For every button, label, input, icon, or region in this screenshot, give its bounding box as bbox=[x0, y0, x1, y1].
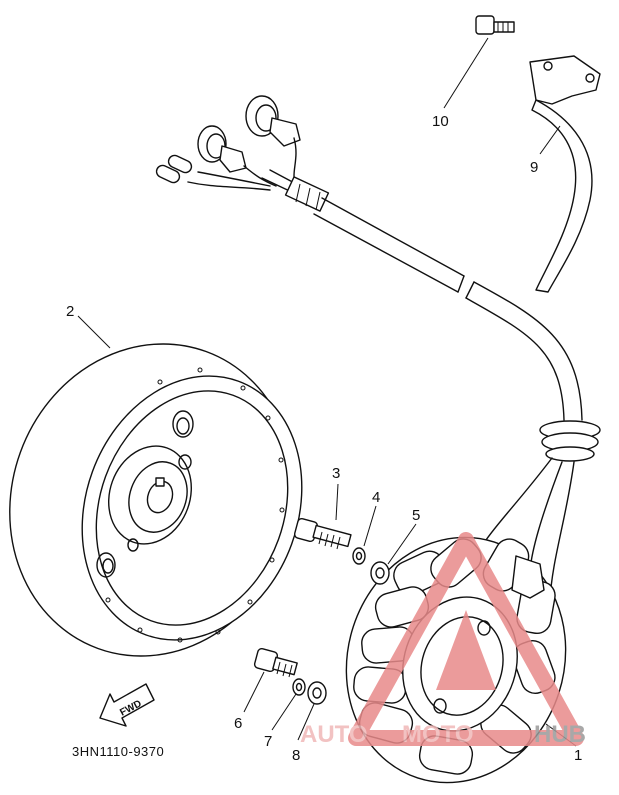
grommet bbox=[539, 420, 601, 462]
label-part-8: 8 bbox=[292, 747, 300, 764]
watermark-text-left: AUTO bbox=[300, 721, 368, 748]
bolt-3 bbox=[293, 517, 352, 550]
plain-washer-5 bbox=[370, 561, 390, 585]
lock-washer-7 bbox=[292, 678, 306, 696]
watermark: AUTO MOTO HUB bbox=[300, 532, 586, 748]
bolt-6 bbox=[253, 647, 298, 678]
warning-triangle-icon bbox=[348, 532, 584, 746]
label-part-4: 4 bbox=[372, 489, 380, 506]
label-part-3: 3 bbox=[332, 465, 340, 482]
part-labels: 10 9 2 3 4 5 6 7 8 1 bbox=[66, 113, 582, 764]
bolt-10 bbox=[475, 15, 515, 35]
rotor-flywheel bbox=[9, 343, 303, 657]
fwd-arrow: FWD bbox=[99, 683, 155, 727]
leader-lines bbox=[77, 37, 577, 747]
label-part-2: 2 bbox=[66, 303, 74, 320]
drawing-code: 3HN1110-9370 bbox=[72, 744, 164, 759]
label-part-1: 1 bbox=[574, 747, 582, 764]
lead-bracket bbox=[529, 55, 601, 293]
rim-holes bbox=[105, 367, 285, 643]
coupler-middle bbox=[197, 125, 277, 187]
wire-harness bbox=[155, 95, 601, 601]
plain-washer-8 bbox=[307, 681, 327, 705]
lock-washer-4 bbox=[352, 547, 366, 565]
watermark-text-right: HUB bbox=[534, 721, 586, 748]
watermark-text-mid: MOTO bbox=[402, 721, 474, 748]
label-part-10: 10 bbox=[432, 113, 449, 130]
label-part-7: 7 bbox=[264, 733, 272, 750]
label-part-5: 5 bbox=[412, 507, 420, 524]
label-part-6: 6 bbox=[234, 715, 242, 732]
coupler-upper bbox=[245, 95, 301, 187]
bullet-connectors bbox=[155, 154, 271, 191]
label-part-9: 9 bbox=[530, 159, 538, 176]
